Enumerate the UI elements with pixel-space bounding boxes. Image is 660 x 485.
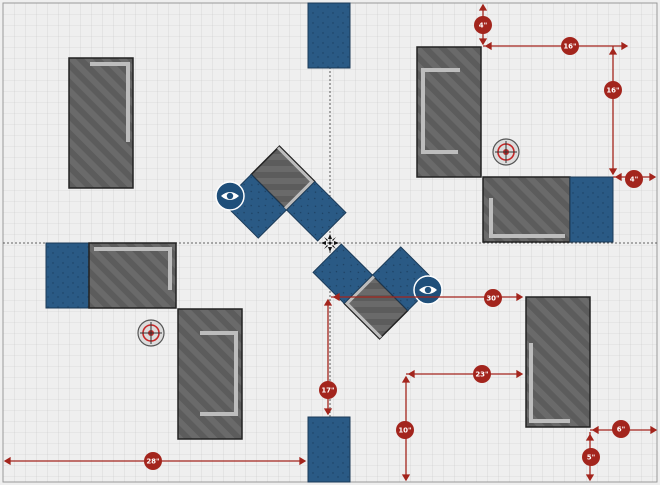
- measurement-badge: 16": [561, 37, 579, 55]
- crosshair-target-icon: [492, 138, 520, 166]
- center-crosshair-icon: [321, 234, 339, 252]
- measurement-badge: 10": [396, 421, 414, 439]
- zone-right-blue: [569, 176, 614, 243]
- svg-text:5": 5": [587, 454, 596, 462]
- ruin-bottom-right: [525, 296, 591, 428]
- measurement-badge: 4": [474, 16, 492, 34]
- svg-text:28": 28": [146, 458, 159, 466]
- measurement-badge: 5": [582, 448, 600, 466]
- measurement-badge: 4": [625, 170, 643, 188]
- ruin-center-right-diagonal: [312, 243, 437, 340]
- measurement-badge: 28": [144, 452, 162, 470]
- measurement-badge: 23": [473, 365, 491, 383]
- svg-text:16": 16": [606, 87, 619, 95]
- svg-text:23": 23": [475, 371, 488, 379]
- measurement-badge: 6": [612, 420, 630, 438]
- measurement-lines: [3, 3, 658, 482]
- deployment-zone-bottom: [307, 416, 351, 483]
- svg-text:30": 30": [486, 295, 499, 303]
- crosshair-target-icon: [137, 319, 165, 347]
- svg-text:16": 16": [563, 43, 576, 51]
- eye-icon: [413, 275, 443, 305]
- svg-text:6": 6": [617, 426, 626, 434]
- ruin-bottom-left: [177, 308, 243, 440]
- ruin-top-left: [68, 57, 134, 189]
- svg-text:4": 4": [630, 176, 639, 184]
- svg-text:10": 10": [398, 427, 411, 435]
- ruin-right-l: [482, 176, 614, 243]
- svg-text:17": 17": [321, 387, 334, 395]
- zone-left-blue: [45, 242, 90, 309]
- eye-icon: [215, 181, 245, 211]
- ruin-top-right: [416, 46, 482, 178]
- measurement-badge: 16": [604, 81, 622, 99]
- measurement-badge: 17": [319, 381, 337, 399]
- measurement-badge: 30": [484, 289, 502, 307]
- ruin-left-l: [45, 242, 177, 309]
- svg-text:4": 4": [479, 22, 488, 30]
- deployment-zone-top: [307, 2, 351, 69]
